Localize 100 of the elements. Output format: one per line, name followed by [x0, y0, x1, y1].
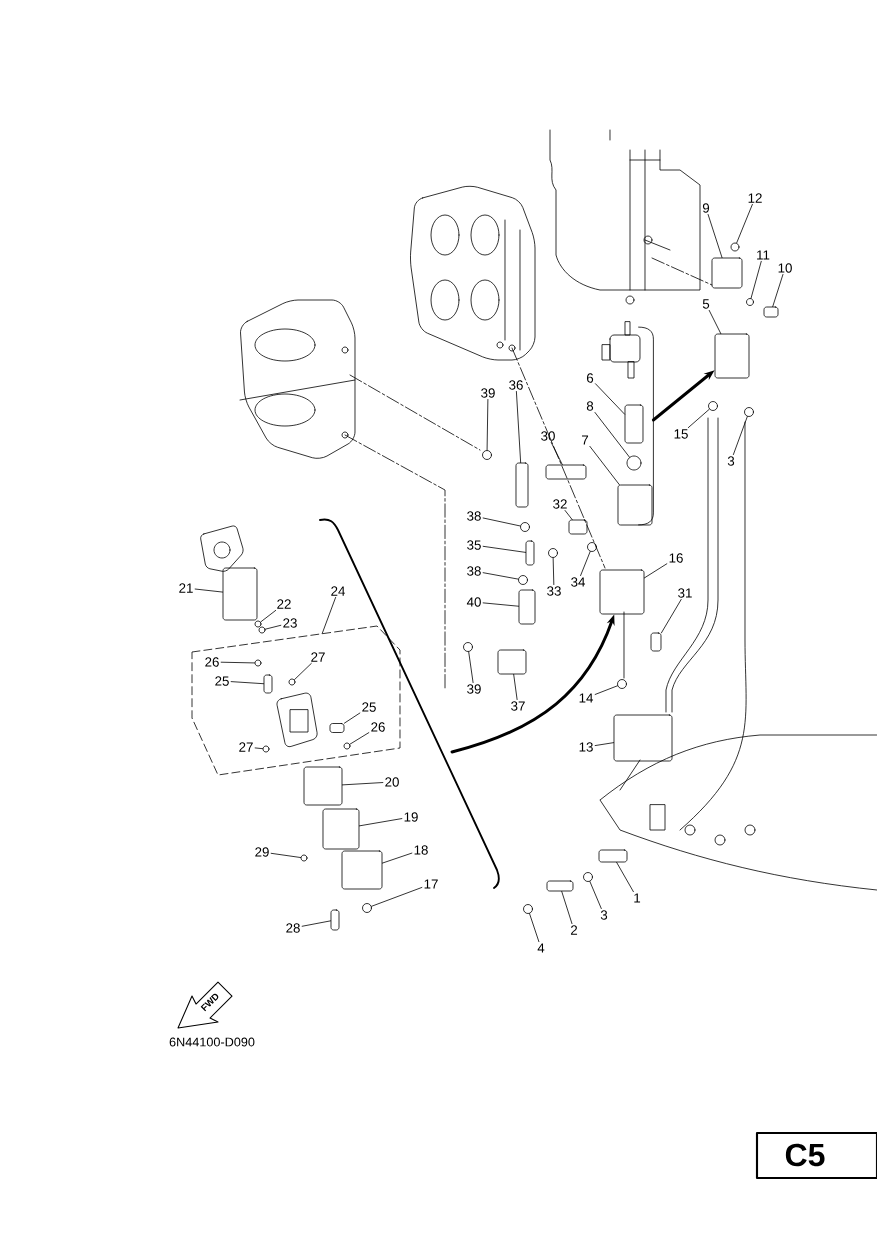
callout-number: 2: [570, 925, 578, 935]
callout-number: 28: [286, 923, 300, 933]
callout-number: 25: [215, 676, 229, 686]
part-sketch: [613, 714, 673, 762]
ring-part: [518, 575, 528, 585]
part-sketch: [515, 462, 529, 508]
leader-line: [270, 852, 302, 858]
callout-number: 39: [467, 684, 481, 694]
page-tab: C5: [755, 1131, 877, 1180]
leader-line: [513, 674, 518, 700]
part-sketch: [568, 519, 588, 535]
ring-part: [463, 642, 473, 652]
leader-line: [344, 712, 361, 724]
callout-number: 24: [331, 586, 345, 596]
leader-line: [349, 732, 370, 745]
ring-part: [482, 450, 492, 460]
part-sketch: [624, 404, 644, 444]
leader-line: [321, 597, 336, 634]
ring-part: [254, 620, 262, 628]
bracket-line: [638, 326, 654, 526]
leader-line: [260, 610, 277, 623]
leader-line: [616, 862, 634, 893]
part-sketch: [329, 723, 345, 733]
callout-number: 33: [547, 586, 561, 596]
callout-number: 11: [757, 250, 770, 260]
ring-part: [520, 522, 530, 532]
callout-number: 38: [467, 566, 481, 576]
ring-part: [288, 678, 296, 686]
leader-line: [594, 685, 618, 695]
leader-line: [482, 572, 519, 580]
leader-line: [561, 891, 573, 924]
part-sketch: [525, 540, 535, 566]
ring-part: [523, 904, 533, 914]
callout-number: 38: [467, 511, 481, 521]
callout-number: 22: [277, 599, 291, 609]
callout-number: 21: [179, 583, 193, 593]
callout-number: 4: [537, 943, 545, 953]
leader-line: [230, 681, 264, 685]
callout-number: 5: [702, 299, 710, 309]
leader-line: [589, 881, 602, 909]
part-sketch: [599, 569, 645, 615]
callout-number: 40: [466, 597, 481, 607]
leader-line: [482, 545, 526, 553]
leader-line: [580, 551, 591, 576]
leader-line: [194, 588, 223, 593]
leader-line: [708, 310, 722, 334]
callout-number: 39: [481, 388, 495, 398]
leader-line: [359, 818, 403, 827]
callout-number: 36: [509, 380, 523, 390]
ring-part: [730, 242, 740, 252]
ring-part: [708, 401, 718, 411]
callout-number: 23: [283, 618, 297, 628]
leader-line: [707, 214, 723, 258]
callout-number: 9: [702, 203, 710, 213]
leader-line: [468, 651, 474, 683]
callout-number: 6: [586, 373, 594, 383]
callout-number: 17: [424, 879, 438, 889]
leader-line: [594, 412, 630, 458]
callout-number: 10: [778, 263, 792, 273]
leader-line: [644, 563, 668, 579]
leader-line: [482, 602, 519, 607]
ring-part: [262, 745, 270, 753]
ring-part: [744, 407, 754, 417]
callout-number: 20: [385, 777, 399, 787]
ring-part: [617, 679, 627, 689]
part-sketch: [341, 850, 383, 890]
part-sketch: [303, 766, 343, 806]
callout-number: 37: [511, 701, 525, 711]
callout-number: 34: [571, 577, 585, 587]
part-sketch: [222, 567, 258, 621]
callout-number: 18: [414, 845, 428, 855]
callout-number: 3: [727, 456, 735, 466]
callout-number: 31: [678, 588, 692, 598]
leader-line: [736, 204, 753, 244]
part-sketch: [263, 674, 273, 694]
part-sketch: [650, 632, 662, 652]
leader-line: [301, 920, 331, 927]
ring-part: [343, 742, 351, 750]
part-sketch: [763, 306, 779, 318]
ring-part: [362, 903, 372, 913]
part-sketch: [330, 909, 340, 931]
callout-number: 25: [362, 702, 376, 712]
part-sketch: [598, 849, 628, 863]
callout-number: 3: [600, 910, 608, 920]
part-sketch: [497, 649, 527, 675]
leader-line: [371, 887, 423, 907]
part-sketch: [518, 589, 536, 625]
callout-number: 32: [553, 499, 567, 509]
leader-line: [661, 599, 682, 634]
leader-line: [589, 445, 620, 485]
ring-part: [587, 542, 597, 552]
part-sketch: [617, 484, 653, 526]
callout-number: 7: [582, 435, 589, 445]
leader-line: [342, 782, 384, 786]
leader-line: [516, 391, 522, 463]
callout-number: 13: [579, 742, 593, 752]
ring-part: [746, 298, 754, 306]
leader-line: [564, 510, 573, 520]
leader-line: [552, 557, 555, 585]
leader-line: [595, 383, 625, 415]
